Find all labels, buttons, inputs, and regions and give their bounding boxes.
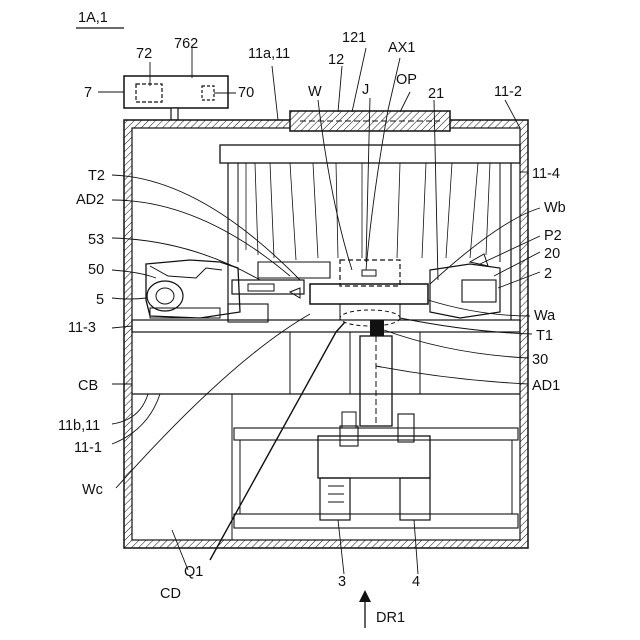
label-4: 4: [412, 574, 420, 590]
label-21: 21: [428, 86, 444, 102]
label-762: 762: [174, 36, 198, 52]
controller-unit: [124, 76, 228, 120]
label-DR1: DR1: [376, 610, 405, 626]
label-Wc: Wc: [82, 482, 103, 498]
label-11a: 11a,11: [248, 46, 290, 62]
label-W: W: [308, 84, 322, 100]
label-T2: T2: [88, 168, 105, 184]
label-Wb: Wb: [544, 200, 566, 216]
label-AD1: AD1: [532, 378, 560, 394]
direction-arrow-DR1: [359, 590, 371, 628]
label-7: 7: [84, 85, 92, 101]
label-P2: P2: [544, 228, 562, 244]
label-70: 70: [238, 85, 254, 101]
label-50: 50: [88, 262, 104, 278]
label-AX1: AX1: [388, 40, 415, 56]
label-12: 12: [328, 52, 344, 68]
label-53: 53: [88, 232, 104, 248]
label-11-1: 11-1: [74, 440, 102, 456]
label-121: 121: [342, 30, 366, 46]
label-11-2: 11-2: [494, 84, 522, 100]
figure-title: 1A,1: [78, 10, 108, 26]
label-30: 30: [532, 352, 548, 368]
label-20: 20: [544, 246, 560, 262]
label-Wa: Wa: [534, 308, 556, 324]
label-J: J: [362, 82, 369, 98]
label-T1: T1: [536, 328, 553, 344]
label-OP: OP: [396, 72, 417, 88]
label-CB: CB: [78, 378, 98, 394]
label-5: 5: [96, 292, 104, 308]
housing-walls: [124, 120, 528, 548]
label-AD2: AD2: [76, 192, 104, 208]
label-Q1: Q1: [184, 564, 203, 580]
label-11-3: 11-3: [68, 320, 96, 336]
label-11-4: 11-4: [532, 166, 560, 182]
label-CD: CD: [160, 586, 181, 602]
label-3: 3: [338, 574, 346, 590]
label-72: 72: [136, 46, 152, 62]
label-2: 2: [544, 266, 552, 282]
label-11b: 11b,11: [58, 418, 100, 434]
